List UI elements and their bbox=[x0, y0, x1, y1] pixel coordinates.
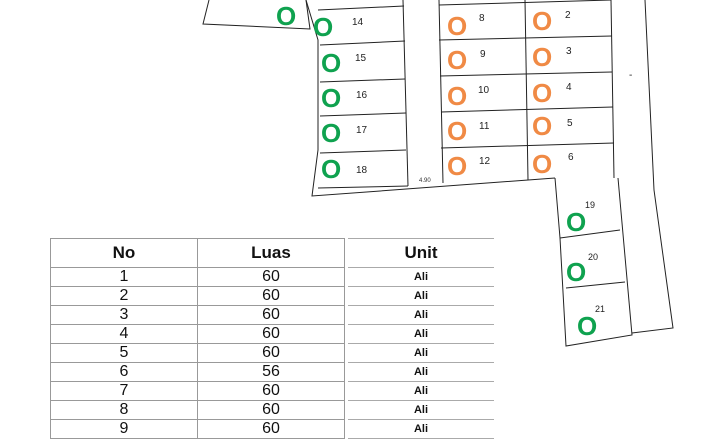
table-row: Ali bbox=[348, 400, 494, 420]
cell-luas: 60 bbox=[197, 381, 345, 401]
cell-unit: Ali bbox=[348, 362, 494, 382]
marker-green: O bbox=[566, 257, 587, 287]
cell-no: 6 bbox=[50, 362, 198, 382]
parcel-number: 6 bbox=[568, 152, 574, 163]
cell-luas: 60 bbox=[197, 267, 345, 287]
header-no: No bbox=[50, 238, 198, 268]
parcel-number: 15 bbox=[355, 53, 367, 64]
parcel-number: 5 bbox=[567, 118, 573, 129]
road-width-label: 4.90 bbox=[419, 178, 431, 184]
marker-orange: O bbox=[532, 149, 553, 179]
cell-luas: 60 bbox=[197, 419, 345, 439]
table-row: Ali bbox=[348, 343, 494, 363]
parcel-number: 18 bbox=[356, 165, 368, 176]
site-plan-lines bbox=[202, 0, 674, 347]
cell-luas: 56 bbox=[197, 362, 345, 382]
marker-orange: O bbox=[532, 111, 553, 141]
parcel-number: 19 bbox=[585, 200, 596, 210]
cell-no: 9 bbox=[50, 419, 198, 439]
marker-green: O bbox=[321, 118, 342, 148]
marker-green: O bbox=[566, 207, 587, 237]
marker-green: O bbox=[276, 1, 297, 31]
cell-no: 8 bbox=[50, 400, 198, 420]
table-row: Ali bbox=[348, 305, 494, 325]
table-row: Ali bbox=[348, 286, 494, 306]
marker-orange: O bbox=[532, 42, 553, 72]
marker-orange: O bbox=[447, 81, 468, 111]
table-row: Ali bbox=[348, 381, 494, 401]
marker-green: O bbox=[313, 12, 334, 42]
header-unit: Unit bbox=[348, 238, 494, 268]
cell-unit: Ali bbox=[348, 324, 494, 344]
cell-unit: Ali bbox=[348, 343, 494, 363]
parcel-number: 14 bbox=[352, 17, 364, 28]
parcel-number: 10 bbox=[478, 85, 490, 96]
cell-luas: 60 bbox=[197, 343, 345, 363]
marker-green: O bbox=[321, 154, 342, 184]
parcel-number: 4 bbox=[566, 82, 572, 93]
parcel-number: 20 bbox=[588, 252, 599, 262]
cell-no: 3 bbox=[50, 305, 198, 325]
marker-green: O bbox=[321, 48, 342, 78]
table-row: Ali bbox=[348, 267, 494, 287]
marker-green: O bbox=[577, 311, 598, 341]
cell-no: 7 bbox=[50, 381, 198, 401]
cell-luas: 60 bbox=[197, 324, 345, 344]
marker-orange: O bbox=[532, 78, 553, 108]
cell-unit: Ali bbox=[348, 305, 494, 325]
parcel-number: 11 bbox=[479, 121, 490, 132]
parcel-number: 8 bbox=[479, 13, 485, 24]
marker-orange: O bbox=[447, 11, 468, 41]
parcel-number: 3 bbox=[566, 46, 572, 57]
marker-orange: O bbox=[447, 116, 468, 146]
header-luas: Luas bbox=[197, 238, 345, 268]
marker-green: O bbox=[321, 83, 342, 113]
cell-unit: Ali bbox=[348, 400, 494, 420]
cell-unit: Ali bbox=[348, 419, 494, 439]
parcel-number: 17 bbox=[356, 125, 368, 136]
parcel-number: 12 bbox=[479, 156, 491, 167]
cell-luas: 60 bbox=[197, 305, 345, 325]
marker-orange: O bbox=[532, 6, 553, 36]
table-row: Ali bbox=[348, 419, 494, 439]
parcel-number: 16 bbox=[356, 90, 368, 101]
cell-no: 1 bbox=[50, 267, 198, 287]
marker-orange: O bbox=[447, 45, 468, 75]
cell-no: 5 bbox=[50, 343, 198, 363]
table-row: Ali bbox=[348, 324, 494, 344]
cell-unit: Ali bbox=[348, 286, 494, 306]
cell-luas: 60 bbox=[197, 400, 345, 420]
cell-unit: Ali bbox=[348, 267, 494, 287]
parcel-number: 9 bbox=[480, 49, 486, 60]
parcel-number: 21 bbox=[595, 304, 606, 314]
table-row: Ali bbox=[348, 362, 494, 382]
marker-orange: O bbox=[447, 151, 468, 181]
cell-no: 4 bbox=[50, 324, 198, 344]
dash-mark: - bbox=[629, 70, 633, 81]
cell-unit: Ali bbox=[348, 381, 494, 401]
cell-luas: 60 bbox=[197, 286, 345, 306]
parcel-number: 2 bbox=[565, 10, 571, 21]
cell-no: 2 bbox=[50, 286, 198, 306]
